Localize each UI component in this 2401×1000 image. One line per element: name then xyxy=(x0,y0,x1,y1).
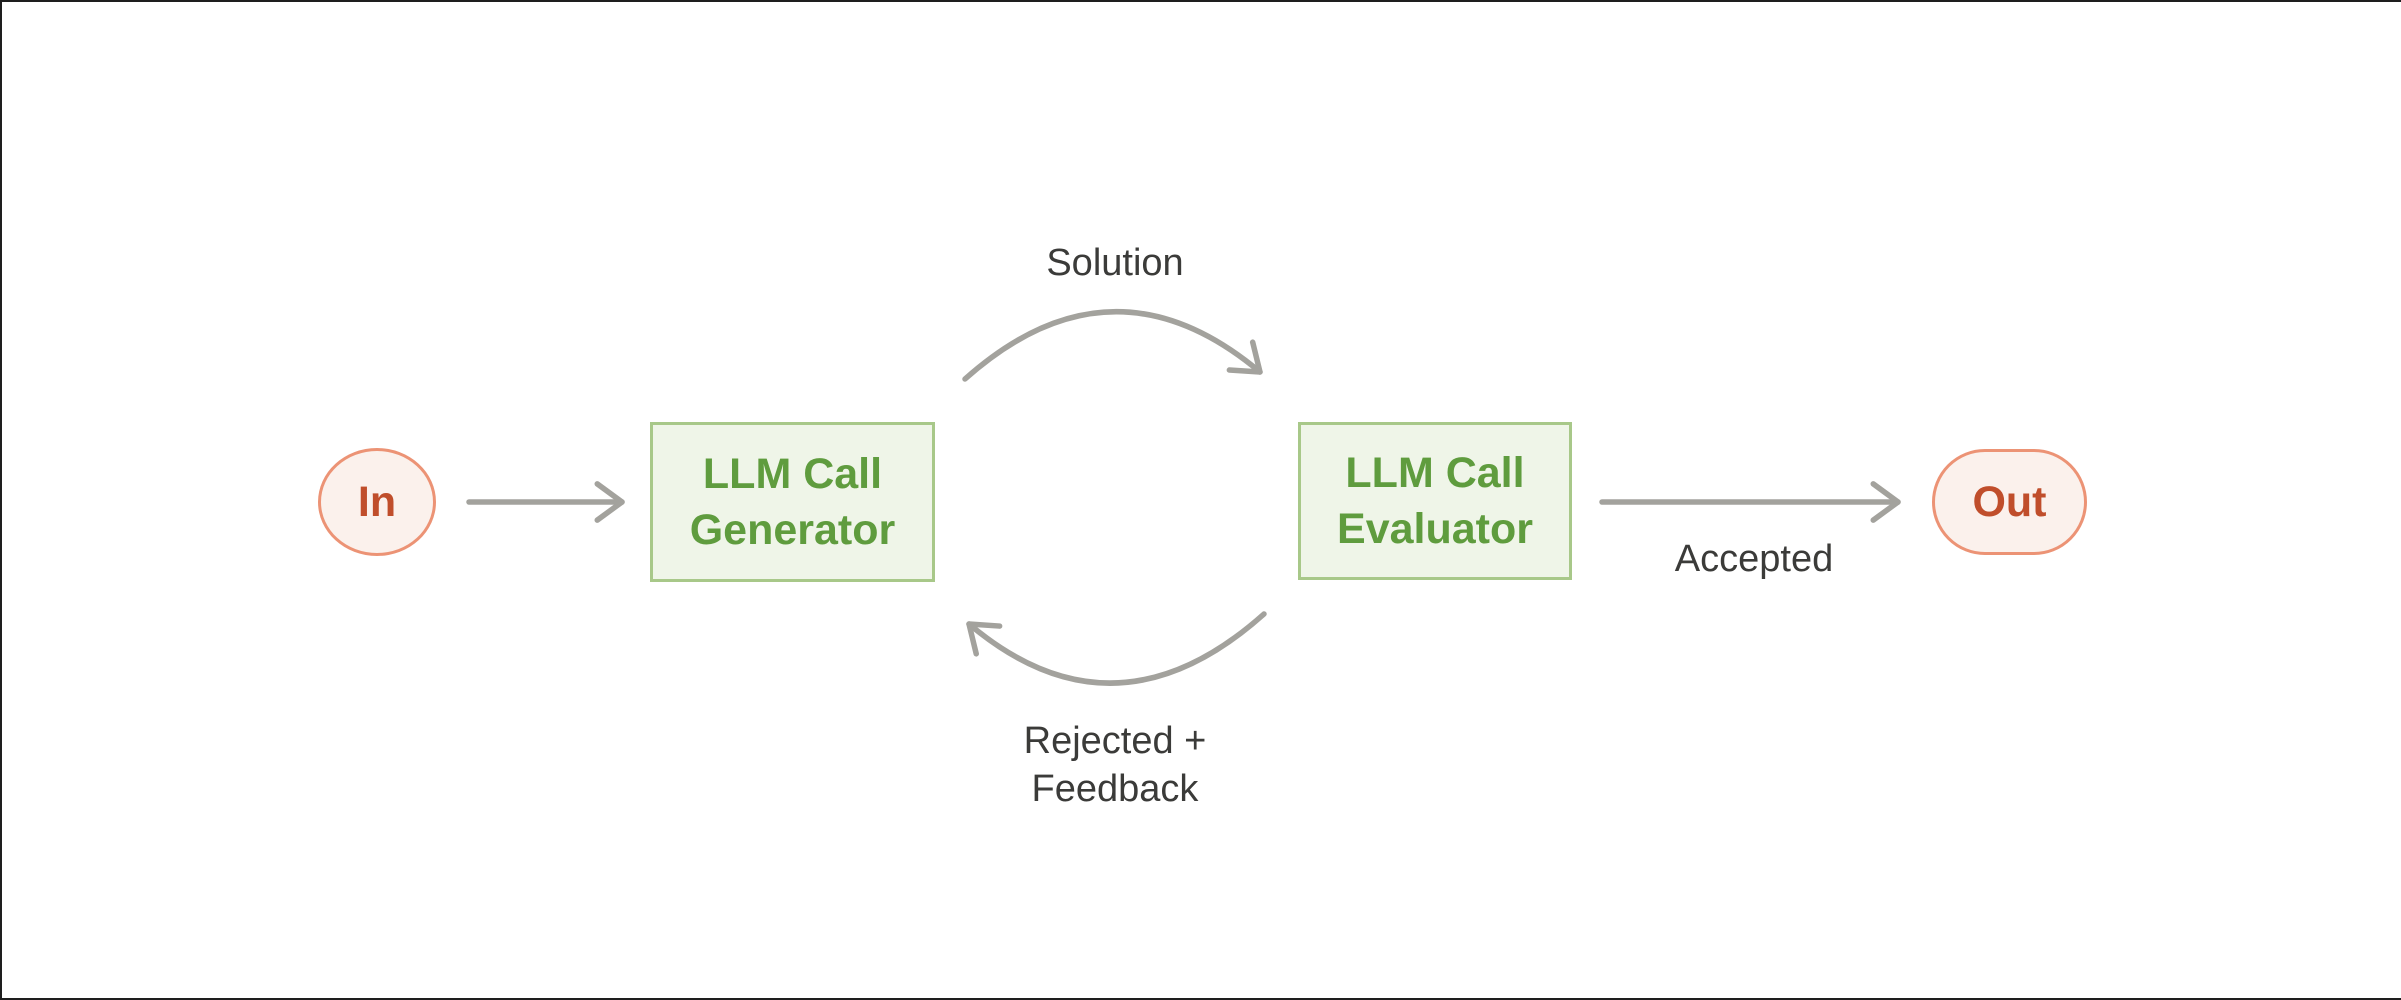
node-generator-label-line1: LLM Call xyxy=(702,450,883,498)
node-evaluator-label-line1: LLM Call xyxy=(1345,449,1525,497)
node-out: Out xyxy=(1932,449,2087,555)
node-llm-call-evaluator: LLM Call Evaluator xyxy=(1298,422,1572,580)
edge-label-rejected-line2: Feedback xyxy=(1031,768,1199,810)
edge-label-accepted: Accepted xyxy=(1674,538,1834,580)
node-llm-call-generator: LLM Call Generator xyxy=(650,422,935,582)
node-in: In xyxy=(318,448,436,556)
node-out-label: Out xyxy=(1972,477,2047,526)
edge-label-rejected-feedback: Rejected + Feedback xyxy=(1024,717,1207,813)
edge-label-solution: Solution xyxy=(1046,242,1184,284)
node-generator-label-line2: Generator xyxy=(689,506,896,554)
node-evaluator-label-line2: Evaluator xyxy=(1337,505,1533,553)
node-in-label: In xyxy=(357,477,397,526)
arrow-rejected-feedback-curve xyxy=(966,611,1267,686)
edge-label-rejected-line1: Rejected + xyxy=(1023,720,1207,762)
arrow-solution-curve xyxy=(962,308,1263,382)
